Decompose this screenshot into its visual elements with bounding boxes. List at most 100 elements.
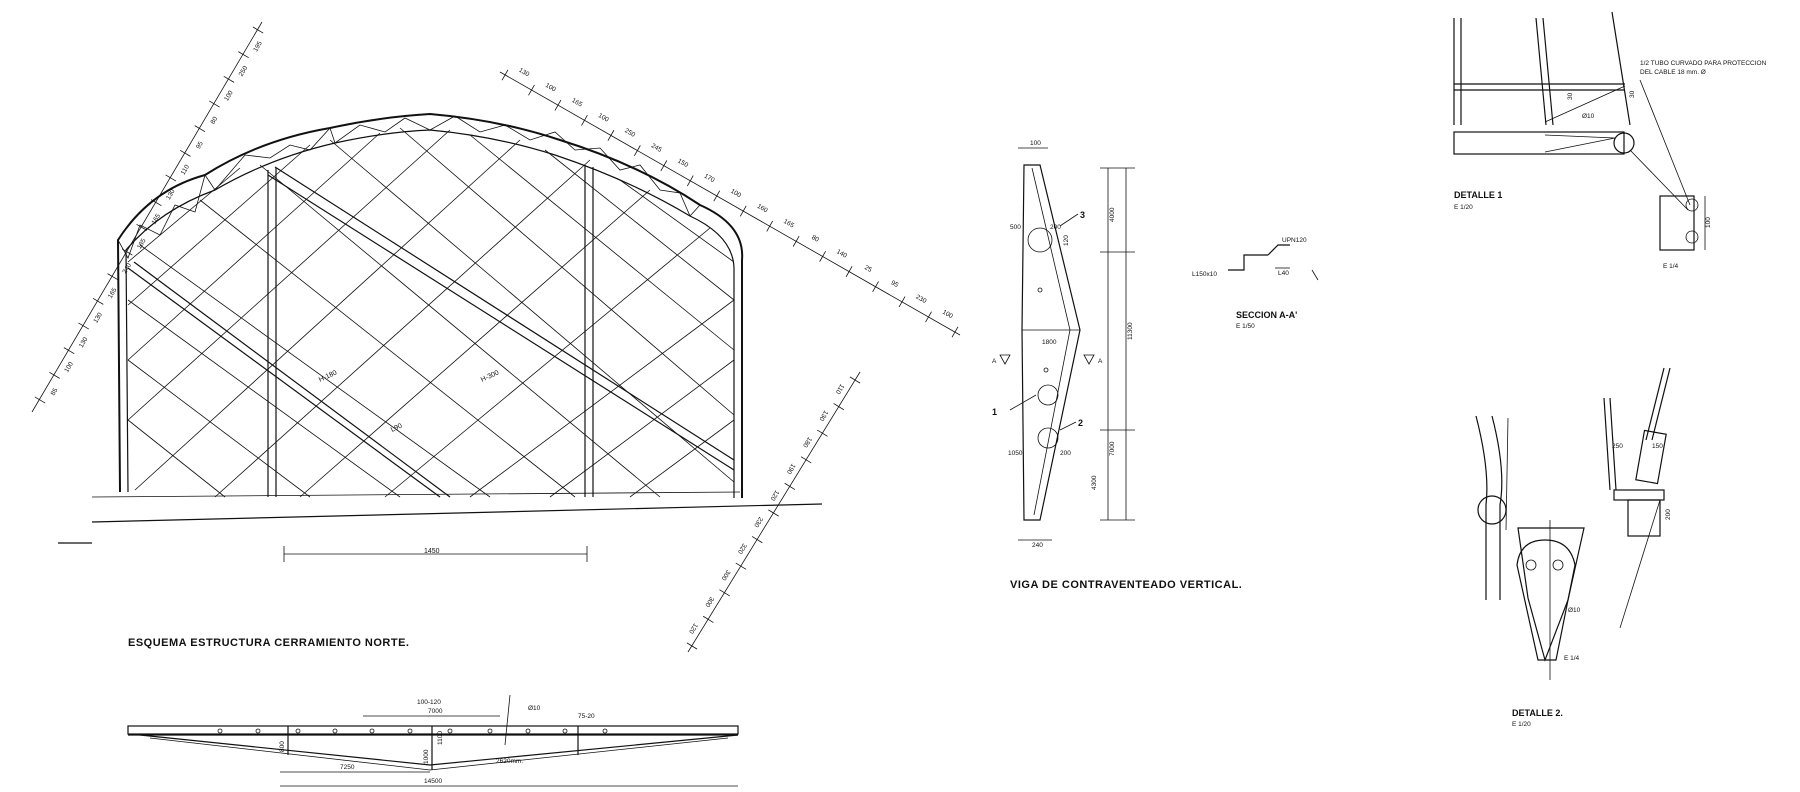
detail1-title: DETALLE 1 xyxy=(1454,190,1502,200)
dimension-tick xyxy=(194,125,206,133)
dimension-label: 165 xyxy=(151,213,163,226)
dimension-tick xyxy=(634,145,641,156)
dimension-tick xyxy=(554,99,562,111)
detail1-dim-rod: Ø10 xyxy=(1582,113,1595,120)
dimension-tick xyxy=(107,273,119,281)
dimension-label: 300 xyxy=(703,595,715,608)
dimension-label: 100 xyxy=(544,82,557,94)
truss-dim-120: 120 xyxy=(1063,235,1070,246)
north-scheme-title: ESQUEMA ESTRUCTURA CERRAMIENTO NORTE. xyxy=(128,637,410,649)
detail2-dim-rod: Ø10 xyxy=(1568,607,1581,614)
detail2-title: DETALLE 2. xyxy=(1512,708,1563,718)
beam-h1: 800 xyxy=(279,741,286,752)
detail2-dim-200: 200 xyxy=(1665,509,1672,520)
dimension-tick xyxy=(898,296,906,308)
dimension-label: 165 xyxy=(107,287,119,300)
dimension-tick xyxy=(739,205,747,217)
member-label-h300: H-300 xyxy=(480,369,500,383)
dimension-label: 130 xyxy=(817,409,829,422)
dimension-tick xyxy=(766,220,774,232)
dimension-label: 230 xyxy=(752,515,764,528)
dimension-tick xyxy=(136,223,148,231)
dimension-label: 140 xyxy=(835,248,848,260)
dimension-tick xyxy=(819,251,826,262)
dimension-label: 100 xyxy=(63,361,75,374)
beam-h2: 1100 xyxy=(437,731,444,745)
truss-dim-4000: 4000 xyxy=(1109,207,1116,222)
dimension-tick xyxy=(209,100,220,108)
dimension-tick xyxy=(252,26,264,34)
section-mark-left: A xyxy=(992,358,997,365)
dimension-tick xyxy=(92,297,104,305)
dimension-label: 300 xyxy=(719,569,731,582)
callout-3: 3 xyxy=(1080,210,1085,220)
dimension-tick xyxy=(792,235,800,247)
dimension-label: 190 xyxy=(785,462,797,475)
detail2-sub-scale: E 1/4 xyxy=(1564,655,1580,662)
truss-dim-500: 500 xyxy=(1010,224,1021,231)
dimension-tick xyxy=(817,429,828,437)
dimension-label: 245 xyxy=(650,142,663,154)
dimension-tick xyxy=(768,509,779,517)
dimension-label: 100 xyxy=(941,309,954,321)
truss-dim-200b: 200 xyxy=(1060,450,1071,457)
beam-top-range: 100-120 xyxy=(417,699,441,706)
detail1-sub-scale: E 1/4 xyxy=(1663,263,1679,270)
truss-dim-200: 200 xyxy=(1050,224,1061,231)
dimension-tick xyxy=(179,149,191,157)
dimension-label: 130 xyxy=(165,188,177,201)
dimension-label: 150 xyxy=(676,158,689,170)
detail1-dim-a: 30 xyxy=(1629,90,1636,98)
dimension-tick xyxy=(702,615,714,623)
detail2-dim-150: 150 xyxy=(1652,443,1663,450)
member-label-h180: H-180 xyxy=(318,369,338,383)
dimension-tick xyxy=(686,175,694,187)
beam-cable: 2620mm. xyxy=(496,758,523,765)
dimension-label: 130 xyxy=(92,311,104,324)
dimension-tick xyxy=(78,322,89,330)
truss-dim-1800: 1800 xyxy=(1042,339,1057,346)
dimension-label: 95 xyxy=(195,140,205,150)
dimension-label: 320 xyxy=(736,542,748,555)
beam-h3: 1000 xyxy=(423,749,430,764)
truss-dim-1050: 1050 xyxy=(1008,450,1023,457)
detail2-dim-250: 250 xyxy=(1612,443,1623,450)
dimension-label: 195 xyxy=(252,40,264,53)
dimension-label: 130 xyxy=(517,67,530,79)
dimension-label: 100 xyxy=(223,89,235,102)
dimension-label: 25 xyxy=(863,264,873,274)
beam-rod: Ø10 xyxy=(528,705,541,712)
dimension-label: 230 xyxy=(915,294,928,306)
truss-dim-4300: 4300 xyxy=(1091,475,1098,490)
section-mark-right: A xyxy=(1098,358,1103,365)
beam-top-span: 7000 xyxy=(428,708,443,715)
section-label-upn: UPN120 xyxy=(1282,237,1307,244)
dimension-label: 160 xyxy=(756,203,769,215)
truss-dim-11300: 11300 xyxy=(1127,322,1134,340)
dimension-label: 110 xyxy=(834,383,846,396)
member-label-l90: L90 xyxy=(390,422,404,433)
detail2-scale: E 1/20 xyxy=(1512,721,1531,728)
dimension-label: 120 xyxy=(687,622,699,635)
vertical-truss-title: VIGA DE CONTRAVENTEADO VERTICAL. xyxy=(1010,579,1242,591)
dimension-tick xyxy=(49,371,60,379)
dimension-tick xyxy=(223,75,235,83)
section-aa-title: SECCION A-A' xyxy=(1236,310,1297,320)
dimension-tick xyxy=(751,536,763,544)
dimension-label: 250 xyxy=(623,127,636,139)
section-aa: L150x10 UPN120 L40 SECCION A-A' E 1/50 xyxy=(1192,237,1319,330)
dimension-label: 250 xyxy=(238,65,250,78)
truss-dim-7000: 7000 xyxy=(1109,441,1116,456)
dimension-tick xyxy=(150,199,162,207)
dimension-tick xyxy=(34,396,46,404)
dimension-tick xyxy=(63,347,75,355)
dimension-label: 95 xyxy=(890,279,900,289)
dimension-label: 80 xyxy=(810,234,820,244)
dimension-tick xyxy=(660,160,668,172)
beam-left-half: 7250 xyxy=(340,764,355,771)
detail1-dim-b: 100 xyxy=(1705,217,1712,228)
detail-2: 250 150 200 Ø10 E 1/4 DETALLE 2. E 1/20 xyxy=(1475,367,1672,728)
dimension-tick xyxy=(165,174,177,182)
dimension-tick xyxy=(686,642,698,650)
